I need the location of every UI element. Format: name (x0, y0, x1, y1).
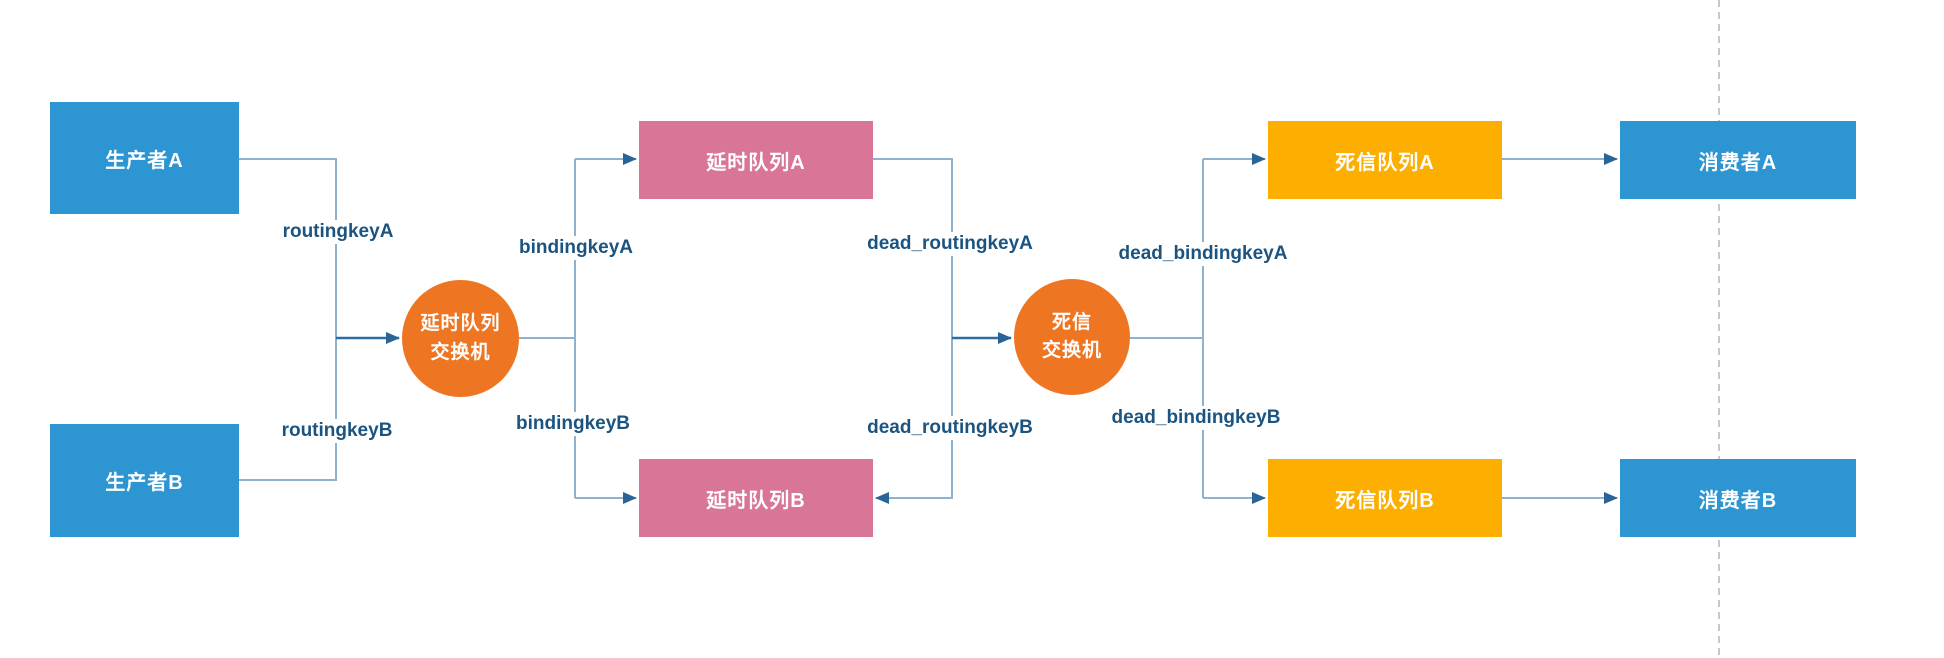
dead-exchange-label-line2: 交换机 (1041, 340, 1102, 361)
node-dead-queue-a[interactable]: 死信队列A (1268, 121, 1502, 199)
dead-exchange-label-line1: 死信 (1051, 311, 1092, 333)
node-producer-b[interactable]: 生产者B (50, 424, 239, 537)
edge-label-bindingkey-a[interactable]: bindingkeyA (515, 236, 637, 260)
node-consumer-b[interactable]: 消费者B (1620, 459, 1856, 537)
node-producer-a[interactable]: 生产者A (50, 102, 239, 214)
dead-exchange-label: 死信 交换机 (1042, 309, 1102, 366)
node-dead-exchange[interactable]: 死信 交换机 (1014, 279, 1130, 395)
edge-label-dead-routingkey-b[interactable]: dead_routingkeyB (864, 416, 1036, 440)
edge-label-dead-routingkey-a[interactable]: dead_routingkeyA (864, 232, 1036, 256)
node-delay-exchange[interactable]: 延时队列 交换机 (402, 280, 519, 397)
delay-exchange-label-line1: 延时队列 (420, 313, 501, 334)
node-delay-queue-b[interactable]: 延时队列B (639, 459, 873, 537)
edge-label-routingkey-b[interactable]: routingkeyB (278, 419, 396, 443)
delay-exchange-label-line2: 交换机 (430, 341, 491, 363)
edge-producers-merge (239, 158, 337, 481)
edge-delay-queues-merge (873, 158, 953, 504)
node-delay-queue-a[interactable]: 延时队列A (639, 121, 873, 199)
edge-label-bindingkey-b[interactable]: bindingkeyB (512, 412, 634, 436)
node-dead-queue-b[interactable]: 死信队列B (1268, 459, 1502, 537)
edge-label-dead-bindingkey-b[interactable]: dead_bindingkeyB (1108, 406, 1284, 430)
delay-exchange-label: 延时队列 交换机 (420, 310, 500, 367)
node-consumer-a[interactable]: 消费者A (1620, 121, 1856, 199)
edge-label-routingkey-a[interactable]: routingkeyA (279, 220, 397, 244)
edge-label-dead-bindingkey-a[interactable]: dead_bindingkeyA (1115, 242, 1291, 266)
